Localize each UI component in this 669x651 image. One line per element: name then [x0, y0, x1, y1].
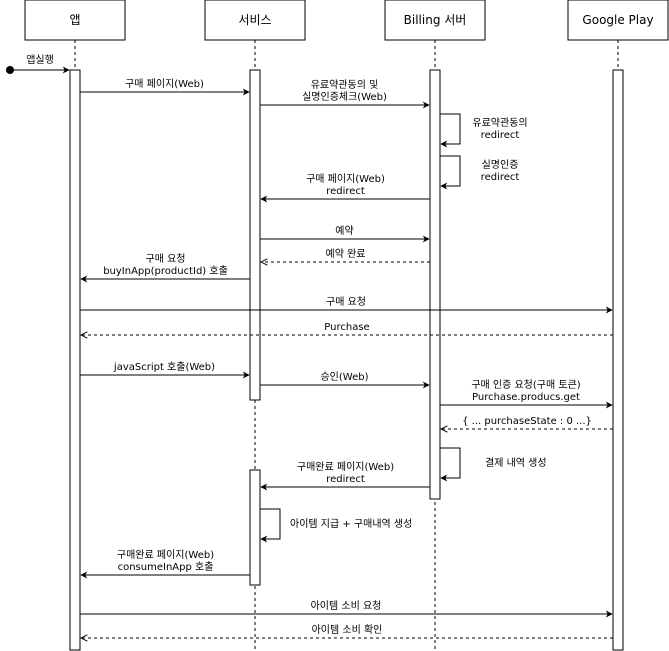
participant-service-label: 서비스	[238, 13, 271, 27]
message-arrow	[440, 155, 461, 190]
message-label-line: redirect	[481, 172, 520, 183]
message-m1[interactable]: 구매 페이지(Web)	[80, 78, 250, 96]
message-m14[interactable]: { ... purchaseState : 0 ...}	[441, 416, 613, 429]
participant-google[interactable]: Google Play	[567, 0, 669, 41]
message-m20[interactable]: 아이템 소비 확인	[81, 624, 613, 638]
message-m16[interactable]: 구매완료 페이지(Web)redirect	[260, 461, 430, 491]
message-label-line: Purchase	[324, 322, 369, 333]
message-label-line: 구매 페이지(Web)	[306, 173, 385, 185]
activation-service-2[interactable]	[249, 469, 261, 586]
message-label-line: 구매 요청	[326, 296, 366, 308]
message-m9[interactable]: 구매 요청	[80, 296, 613, 314]
start-label: 앱실행	[26, 54, 54, 66]
message-arrow	[440, 447, 461, 482]
activation-google[interactable]	[612, 69, 624, 651]
message-label-line: { ... purchaseState : 0 ...}	[462, 416, 592, 427]
messages: 구매 페이지(Web)유료약관동의 및실명인증체크(Web)유료약관동의redi…	[80, 78, 613, 638]
message-arrow	[440, 113, 461, 148]
message-label-line: 구매완료 페이지(Web)	[117, 549, 214, 561]
message-label-line: 유료약관동의	[472, 117, 527, 129]
message-m11[interactable]: javaScript 호출(Web)	[80, 361, 250, 379]
message-m5[interactable]: 구매 페이지(Web)redirect	[260, 173, 430, 203]
message-label-line: buyInApp(productId) 호출	[103, 265, 228, 277]
message-label-line: 유료약관동의 및	[311, 79, 379, 91]
message-label-line: redirect	[481, 130, 520, 141]
message-m12[interactable]: 승인(Web)	[260, 371, 430, 389]
activation-app[interactable]	[69, 69, 81, 651]
message-label-line: 예약 완료	[326, 248, 366, 260]
message-label-line: 아이템 소비 요청	[311, 600, 382, 612]
message-label-line: 예약	[335, 225, 353, 237]
activations	[69, 69, 624, 651]
message-label-line: 아이템 소비 확인	[312, 624, 383, 636]
message-label-line: redirect	[326, 474, 365, 485]
message-label-line: 구매 인증 요청(구매 토큰)	[471, 379, 580, 391]
message-label-line: 구매 요청	[146, 253, 186, 265]
message-m17[interactable]: 아이템 지급 + 구매내역 생성	[260, 508, 412, 543]
participant-billing[interactable]: Billing 서버	[384, 0, 486, 41]
message-m6[interactable]: 예약	[260, 225, 430, 243]
message-label-line: 실명인증	[482, 159, 519, 171]
participant-app-label: 앱	[69, 13, 80, 27]
participant-app[interactable]: 앱	[24, 0, 126, 41]
message-arrow	[260, 508, 281, 543]
participant-billing-label: Billing 서버	[404, 13, 467, 27]
participant-service[interactable]: 서비스	[204, 0, 306, 41]
message-label-line: 구매완료 페이지(Web)	[297, 461, 394, 473]
start-message[interactable]: 앱실행	[6, 54, 70, 74]
activation-service-1[interactable]	[249, 69, 261, 401]
message-m7[interactable]: 예약 완료	[261, 248, 430, 262]
message-m13[interactable]: 구매 인증 요청(구매 토큰)Purchase.producs.get	[440, 379, 613, 409]
message-label-line: 구매 페이지(Web)	[125, 78, 204, 90]
message-label-line: javaScript 호출(Web)	[113, 361, 215, 373]
message-label-line: redirect	[326, 186, 365, 197]
message-m10[interactable]: Purchase	[81, 322, 613, 335]
activation-billing[interactable]	[429, 69, 441, 500]
message-label-line: consumeInApp 호출	[118, 561, 214, 573]
message-m19[interactable]: 아이템 소비 요청	[80, 600, 613, 618]
message-label-line: Purchase.producs.get	[472, 392, 580, 403]
message-label-line: 아이템 지급 + 구매내역 생성	[290, 518, 412, 530]
message-label-line: 결제 내역 생성	[485, 457, 547, 469]
participant-google-label: Google Play	[582, 13, 653, 27]
message-m18[interactable]: 구매완료 페이지(Web)consumeInApp 호출	[80, 549, 250, 579]
message-label-line: 승인(Web)	[320, 371, 368, 383]
message-m15[interactable]: 결제 내역 생성	[440, 447, 547, 482]
message-label-line: 실명인증체크(Web)	[302, 91, 387, 103]
